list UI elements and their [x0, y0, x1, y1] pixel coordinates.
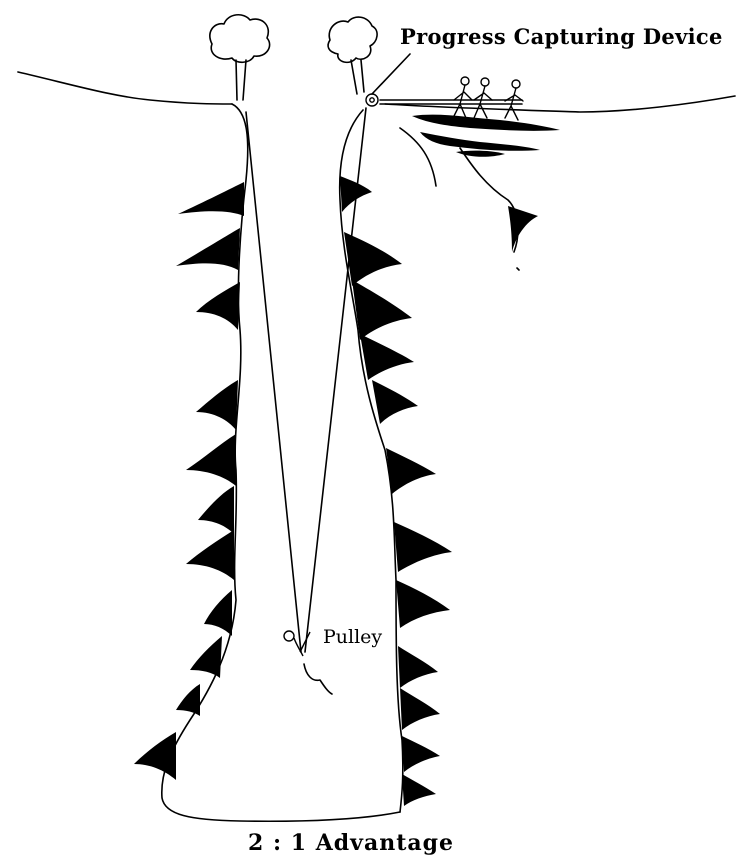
rock-spike-icon [360, 334, 414, 380]
rock-spike-icon [402, 736, 440, 772]
rock-spike-icon [352, 280, 412, 340]
rope-left [246, 112, 301, 652]
rock-spike-icon [372, 380, 418, 424]
cave-branch [460, 148, 518, 252]
rock-spike-icon [508, 206, 538, 252]
rope-tail [304, 664, 332, 694]
progress-capture-pulley-icon [366, 94, 378, 106]
tree-left-trunk [236, 60, 246, 100]
diagram-caption: 2 : 1 Advantage [248, 832, 454, 854]
rock-spike-icon [190, 636, 222, 678]
rock-spike-icon [340, 176, 372, 212]
tree-right-trunk [351, 60, 364, 94]
tree-icon [328, 17, 377, 62]
rock-spike-icon [186, 434, 236, 486]
rock-spike-icon [196, 282, 240, 330]
rock-spike-icon [456, 151, 505, 157]
rock-spike-icon [178, 182, 244, 216]
rock-spike-icon [176, 684, 200, 716]
rock-spike-icon [402, 774, 436, 806]
rock-spike-icon [344, 232, 402, 286]
rock-spike-icon [176, 228, 240, 270]
rock-spike-icon [396, 580, 450, 628]
progress-capturing-device-label: Progress Capturing Device [400, 26, 723, 47]
hauler-figure-icon [454, 77, 472, 118]
hauler-figure-icon [474, 78, 492, 118]
rock-spike-icon [196, 380, 238, 430]
rock-spike-icon [134, 732, 176, 780]
leader-line [372, 54, 410, 94]
rock-spike-icon [394, 522, 452, 572]
rock-spike-icon [386, 448, 436, 494]
rock-spike-icon [204, 590, 232, 636]
ground-left [18, 72, 232, 104]
tree-icon [210, 15, 270, 63]
rock-spike-icon [198, 486, 234, 534]
rock-spike-icon [186, 530, 234, 580]
rock-spike-icon [398, 646, 438, 688]
rock-spike-icon [400, 688, 440, 730]
pulley-label: Pulley [323, 628, 382, 647]
rock-spike-icon [420, 132, 540, 151]
dot [517, 268, 519, 270]
